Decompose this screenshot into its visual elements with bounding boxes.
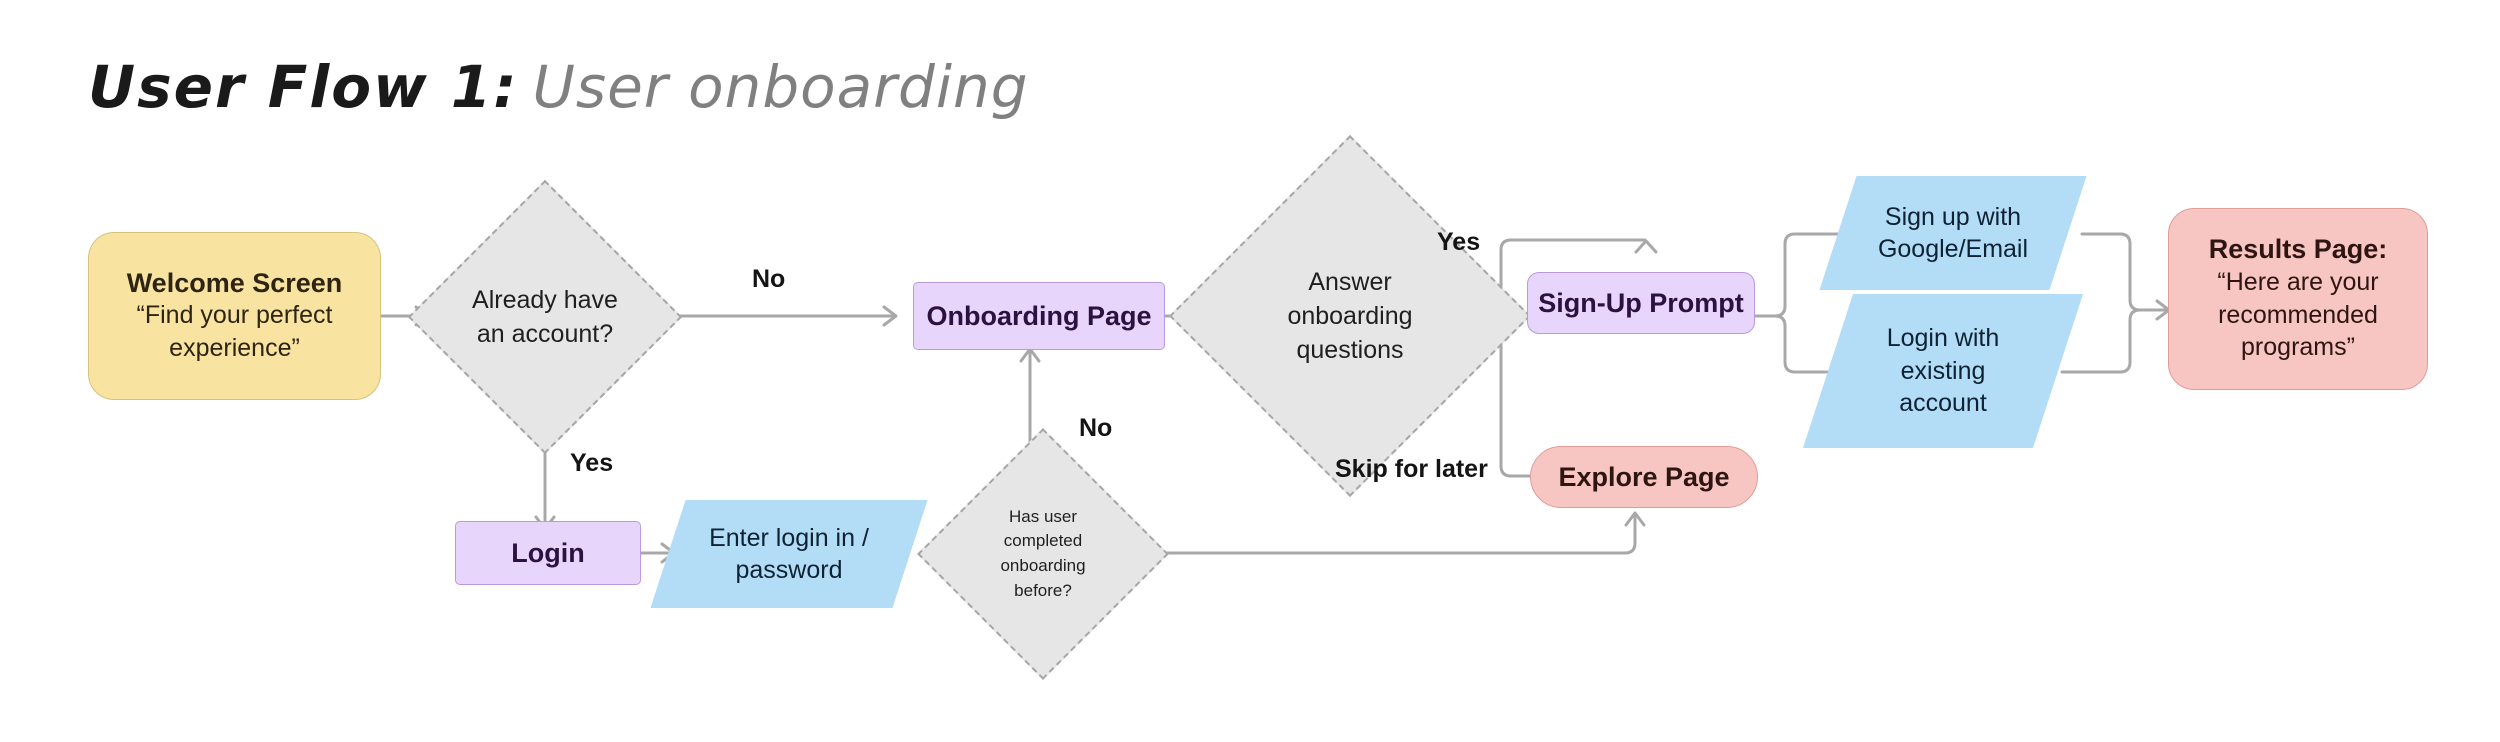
node-login[interactable]: Login [455,521,641,585]
node-welcome-screen[interactable]: Welcome Screen “Find your perfect experi… [88,232,381,400]
node-login-existing-account-label: Login with existing account [1886,324,2000,418]
node-signup-google-email-label: Sign up with Google/Email [1877,202,2029,264]
node-explore-page[interactable]: Explore Page [1530,446,1758,508]
node-signup-google-email[interactable]: Sign up with Google/Email [1819,176,2087,290]
node-enter-credentials-label: Enter login in / password [709,523,869,585]
edge-label-yes-down: Yes [570,449,614,477]
node-results-page[interactable]: Results Page: “Here are your recommended… [2168,208,2428,390]
edge-label-no-bottom: No [1079,414,1113,442]
node-onboarding-page[interactable]: Onboarding Page [913,282,1165,350]
edge-label-skip-for-later: Skip for later [1335,455,1488,483]
node-decision-has-account[interactable]: Already have an account? [407,179,683,455]
title-main: User Flow 1: [88,53,519,121]
node-decision-answer-questions[interactable]: Answer onboarding questions [1168,134,1532,498]
node-onboarding-page-title: Onboarding Page [926,300,1152,331]
edge-has-account-no-to-onboarding [661,305,898,327]
title-subtitle: User onboarding [532,53,1029,121]
node-explore-page-title: Explore Page [1558,461,1730,492]
node-login-title: Login [511,537,585,568]
node-results-page-title: Results Page: [2208,234,2388,265]
node-results-page-subtitle: “Here are your recommended programs” [2217,268,2379,362]
node-decision-has-account-label: Already have an account? [472,286,618,348]
edge-label-yes-right: Yes [1437,228,1481,256]
node-enter-credentials[interactable]: Enter login in / password [650,500,928,608]
node-signup-prompt[interactable]: Sign-Up Prompt [1527,272,1755,334]
edge-label-no-top: No [752,265,786,293]
edge-completed-yes-to-explore [1130,511,1646,555]
node-decision-completed-onboarding-label: Has user completed onboarding before? [1000,506,1086,600]
node-signup-prompt-title: Sign-Up Prompt [1538,287,1744,318]
node-welcome-subtitle: “Find your perfect experience” [136,301,333,362]
node-decision-completed-onboarding[interactable]: Has user completed onboarding before? [917,428,1169,680]
page-title: User Flow 1:User onboarding [88,58,1029,116]
node-welcome-title: Welcome Screen [126,267,343,298]
node-decision-answer-questions-label: Answer onboarding questions [1287,268,1413,364]
node-login-existing-account[interactable]: Login with existing account [1802,294,2084,448]
